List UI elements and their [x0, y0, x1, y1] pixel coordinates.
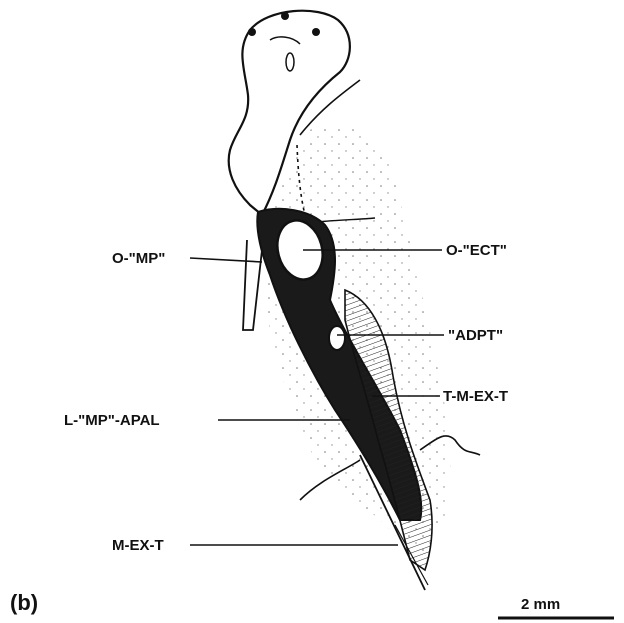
label-m-ex-t: M-EX-T: [112, 537, 164, 554]
foramen-dot: [312, 28, 320, 36]
foramen-dot: [281, 12, 289, 20]
leader-o-mp: [190, 258, 262, 262]
panel-label: (b): [10, 590, 38, 615]
label-adpt: "ADPT": [448, 327, 503, 344]
label-t-m-ex-t: T-M-EX-T: [443, 388, 508, 405]
adpt-opening: [329, 326, 345, 350]
label-o-mp: O-"MP": [112, 250, 165, 267]
scale-bar-label: 2 mm: [521, 596, 560, 613]
foramen-dot: [248, 28, 256, 36]
label-l-mp-apal: L-"MP"-APAL: [64, 412, 160, 429]
label-o-ect: O-"ECT": [446, 242, 507, 259]
mp-process: [243, 240, 262, 330]
